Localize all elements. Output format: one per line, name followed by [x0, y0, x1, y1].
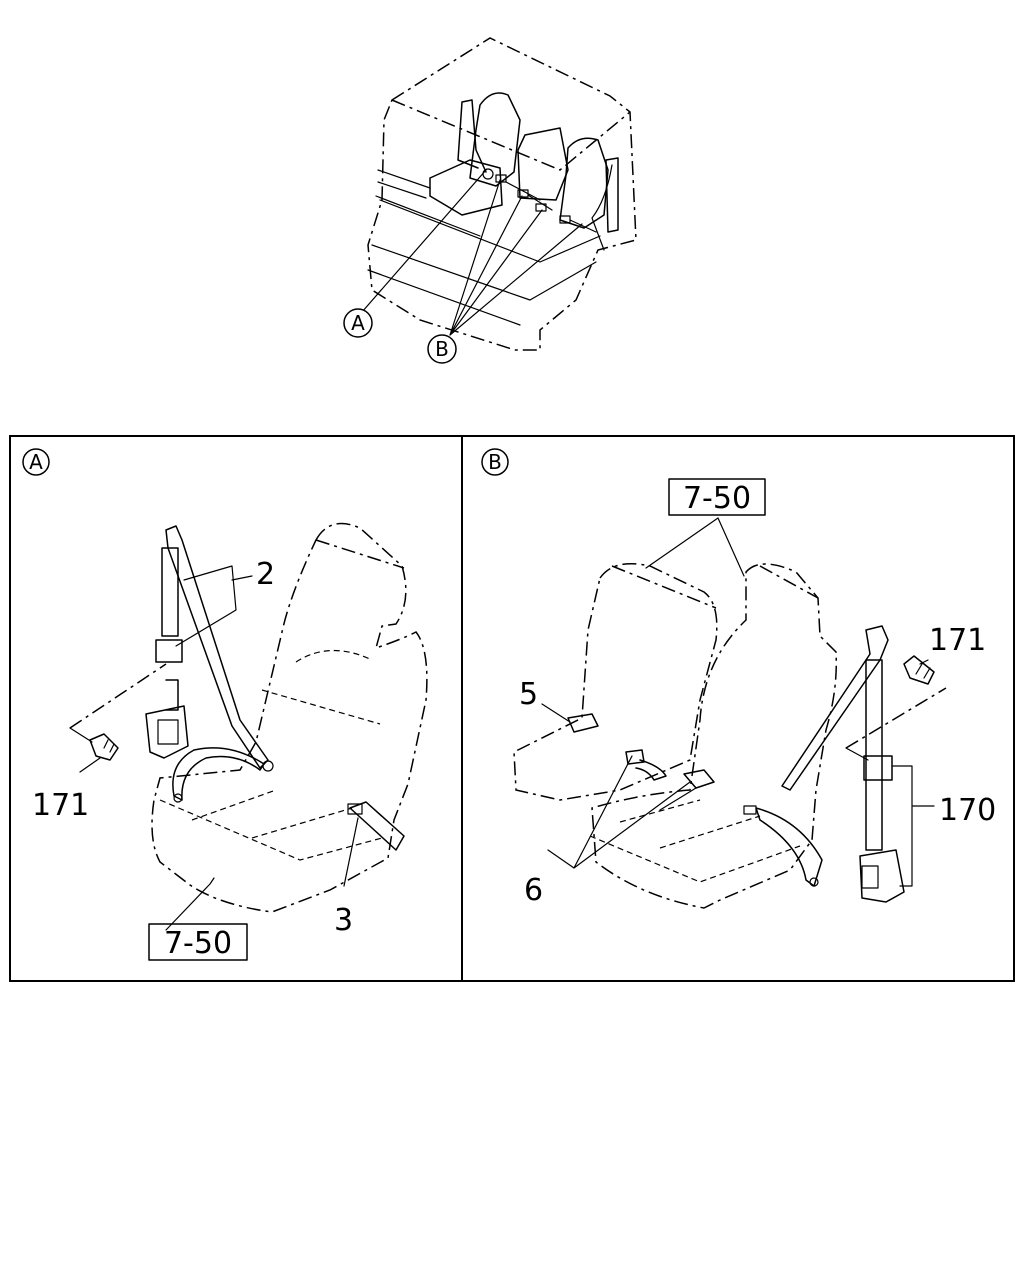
cab-overview: A B: [343, 37, 637, 364]
part-label-171-a: 171: [32, 788, 89, 823]
panel-b-passenger-seats: B 5 6: [481, 448, 996, 909]
reference-7-50-b: 7-50: [683, 481, 751, 516]
overview-callout-a: A: [351, 311, 365, 335]
reference-box-a: [148, 923, 248, 961]
part-label-2: 2: [256, 557, 275, 592]
part-label-171-b: 171: [929, 623, 986, 658]
panel-b-label: B: [488, 450, 502, 474]
overview-callout-b: B: [435, 337, 449, 361]
part-label-5: 5: [519, 677, 538, 712]
part-label-6: 6: [524, 873, 543, 908]
reference-7-50-a: 7-50: [164, 926, 232, 961]
reference-box-b: [668, 478, 766, 516]
part-label-170: 170: [939, 793, 996, 828]
panel-a-label: A: [29, 450, 43, 474]
part-label-3: 3: [334, 903, 353, 938]
detail-panels-frame: [9, 435, 1015, 982]
panel-a-driver-seat: A 2 3 171: [22, 448, 428, 961]
